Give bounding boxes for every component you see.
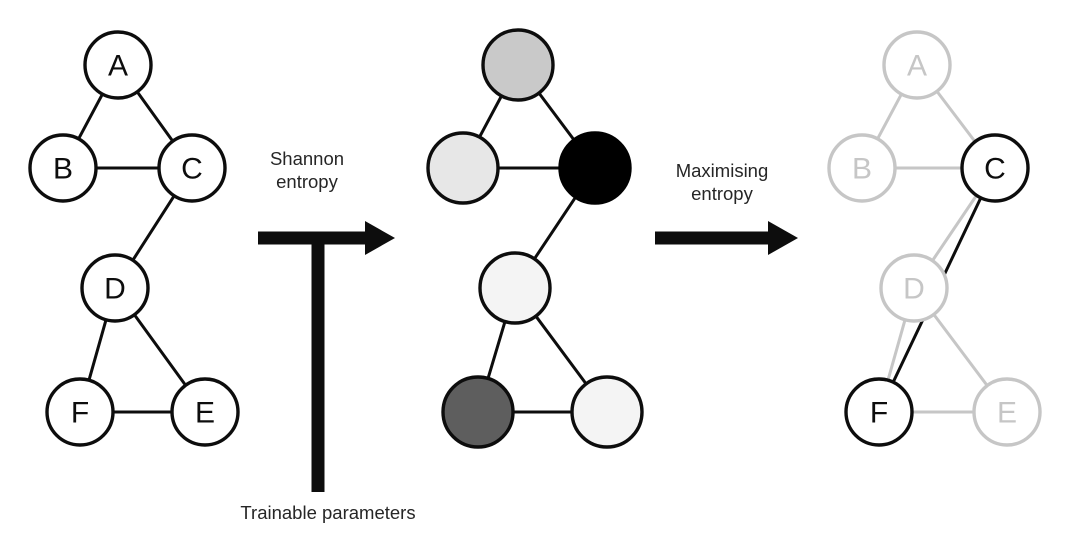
node-circle-F[interactable]: [441, 375, 515, 449]
graph-edge-C-D: [130, 193, 177, 263]
node-circle-A[interactable]: [882, 30, 952, 100]
node-circle-F[interactable]: [844, 377, 914, 447]
node-label-A: A: [108, 50, 128, 83]
graph-node-B[interactable]: B: [827, 133, 897, 203]
node-circle-D[interactable]: [80, 253, 150, 323]
node-circle-A[interactable]: [83, 30, 153, 100]
entropy-weighted-graph-nodes: [426, 28, 644, 449]
graph-edge-C-D: [930, 193, 979, 263]
graph-node-A[interactable]: A: [882, 30, 952, 100]
maximising-entropy-arrow: [655, 221, 798, 255]
input-graph: A B C D F E: [28, 30, 240, 447]
maximised-entropy-graph-edges: [875, 89, 990, 414]
node-circle-A[interactable]: [481, 28, 555, 102]
node-label-F: F: [71, 397, 89, 430]
node-circle-F[interactable]: [45, 377, 115, 447]
node-label-F: F: [870, 397, 888, 430]
maximising-entropy-label: Maximising entropy: [675, 160, 769, 204]
graph-edge-D-E: [132, 312, 188, 388]
graph-edge-C-D: [532, 194, 578, 262]
maximising-entropy-arrow-head: [768, 221, 798, 255]
trainable-parameters-label: Trainable parameters: [240, 502, 416, 523]
maximised-entropy-graph-nodes: A B C D F E: [827, 30, 1042, 447]
graph-node-C[interactable]: C: [960, 133, 1030, 203]
graph-node-E[interactable]: E: [972, 377, 1042, 447]
node-label-E: E: [997, 397, 1017, 430]
entropy-weighted-graph: [426, 28, 644, 449]
graph-edge-D-F: [87, 317, 108, 383]
maximised-entropy-graph: A B C D F E: [827, 30, 1042, 447]
node-circle-C[interactable]: [558, 131, 632, 205]
node-circle-E[interactable]: [972, 377, 1042, 447]
graph-edge-A-B: [875, 91, 904, 142]
graph-node-C[interactable]: C: [157, 133, 227, 203]
graph-node-E[interactable]: [570, 375, 644, 449]
graph-edge-A-C: [934, 89, 978, 144]
graph-node-B[interactable]: B: [28, 133, 98, 203]
graph-edge-A-B: [477, 93, 504, 140]
graph-node-D[interactable]: D: [80, 253, 150, 323]
graph-node-A[interactable]: A: [83, 30, 153, 100]
node-label-B: B: [852, 153, 872, 186]
entropy-weighted-graph-edges: [477, 90, 589, 414]
graph-edge-D-E: [533, 313, 589, 387]
graph-edge-A-C: [536, 90, 577, 143]
graph-node-B[interactable]: [426, 131, 500, 205]
graph-edge-A-B: [76, 91, 105, 142]
input-graph-nodes: A B C D F E: [28, 30, 240, 447]
node-circle-B[interactable]: [426, 131, 500, 205]
graph-node-F[interactable]: [441, 375, 515, 449]
node-label-B: B: [53, 153, 73, 186]
node-label-C: C: [984, 153, 1006, 186]
graph-node-A[interactable]: [481, 28, 555, 102]
node-circle-B[interactable]: [28, 133, 98, 203]
graph-edge-D-F: [486, 319, 507, 381]
graph-node-C[interactable]: [558, 131, 632, 205]
shannon-entropy-arrow-head: [365, 221, 395, 255]
node-circle-D[interactable]: [478, 251, 552, 325]
graph-node-D[interactable]: [478, 251, 552, 325]
graph-node-D[interactable]: D: [879, 253, 949, 323]
graph-edge-D-E: [931, 312, 990, 388]
maximising-entropy-arrow-shaft: [655, 231, 770, 245]
graph-node-F[interactable]: F: [45, 377, 115, 447]
shannon-entropy-label: Shannon entropy: [269, 148, 345, 192]
node-circle-C[interactable]: [960, 133, 1030, 203]
input-graph-edges: [76, 89, 188, 414]
graph-node-E[interactable]: E: [170, 377, 240, 447]
node-circle-E[interactable]: [570, 375, 644, 449]
shannon-entropy-arrow: [258, 221, 395, 492]
shannon-entropy-arrow-stem: [311, 231, 325, 492]
node-label-D: D: [903, 273, 925, 306]
node-label-C: C: [181, 153, 203, 186]
node-circle-D[interactable]: [879, 253, 949, 323]
node-circle-B[interactable]: [827, 133, 897, 203]
node-label-A: A: [907, 50, 927, 83]
node-label-D: D: [104, 273, 126, 306]
graph-edge-A-C: [135, 89, 175, 144]
node-label-E: E: [195, 397, 215, 430]
node-circle-C[interactable]: [157, 133, 227, 203]
node-circle-E[interactable]: [170, 377, 240, 447]
graph-edge-D-F: [886, 317, 907, 383]
graph-node-F[interactable]: F: [844, 377, 914, 447]
